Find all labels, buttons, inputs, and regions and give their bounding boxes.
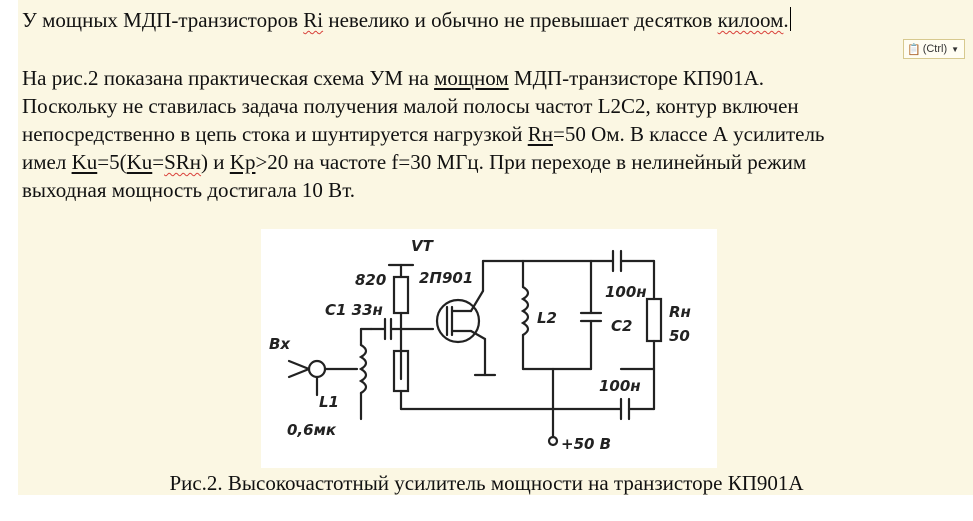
underlined-word: Rн <box>527 122 553 146</box>
text-line-5[interactable]: имел Ku=5(Ku=SRн) и Kp>20 на частоте f=3… <box>22 148 806 176</box>
label-transistor: 2П901 <box>419 269 473 287</box>
text-line-6[interactable]: выходная мощность достигала 10 Вт. <box>22 176 355 204</box>
label-input: Вх <box>269 335 291 353</box>
paste-options-button[interactable]: 📋 (Ctrl) ▼ <box>903 39 965 59</box>
text-line-2[interactable]: На рис.2 показана практическая схема УМ … <box>22 64 764 92</box>
text-run: выходная мощность достигала 10 Вт. <box>22 178 356 202</box>
label-l1-value: 0,6мк <box>287 421 337 439</box>
spellcheck-word[interactable]: Ri <box>303 8 324 32</box>
text-run: ) и <box>201 150 230 174</box>
label-c2: C2 <box>611 317 632 335</box>
paste-options-label: (Ctrl) <box>922 43 948 55</box>
text-run: непосредственно в цепь стока и шунтирует… <box>22 122 528 146</box>
label-supply: +50 В <box>561 435 611 453</box>
spellcheck-word[interactable]: SRн <box>164 150 202 174</box>
text-run: =50 Ом. В классе А усилитель <box>552 122 825 146</box>
label-r1: 820 <box>355 271 386 289</box>
figure-caption: Рис.2. Высокочастотный усилитель мощност… <box>169 471 804 495</box>
text-line-1[interactable]: У мощных МДП-транзисторов Ri невелико и … <box>22 6 791 34</box>
text-run: МДП-транзисторе КП901А. <box>508 66 764 90</box>
label-c-out: 100н <box>605 283 647 301</box>
text-run: =5( <box>97 150 127 174</box>
label-l2: L2 <box>537 309 557 327</box>
schematic-figure[interactable]: VT 820 2П901 C1 33н Вх L1 0,6мк L2 C2 10… <box>261 229 717 468</box>
label-l1: L1 <box>319 393 339 411</box>
text-run: Поскольку не ставилась задача получения … <box>22 94 799 118</box>
text-run: >20 на частоте f=30 МГц. При переходе в … <box>255 150 807 174</box>
label-c1: C1 33н <box>325 301 383 319</box>
underlined-word: Ku <box>126 150 153 174</box>
dropdown-arrow-icon: ▼ <box>951 44 960 54</box>
label-rload: Rн <box>669 303 691 321</box>
underlined-word: мощном <box>434 66 509 90</box>
text-run: = <box>152 150 165 174</box>
text-line-3[interactable]: Поскольку не ставилась задача получения … <box>22 92 799 120</box>
text-run: У мощных МДП-транзисторов <box>22 8 304 32</box>
label-c-supply: 100н <box>599 377 641 395</box>
label-vt: VT <box>411 237 435 255</box>
underlined-word: Ku <box>71 150 98 174</box>
text-run: На рис.2 показана практическая схема УМ … <box>22 66 435 90</box>
text-run: . <box>783 8 789 32</box>
spellcheck-word[interactable]: килоом <box>717 8 784 32</box>
label-rload-value: 50 <box>669 327 690 345</box>
text-run: невелико и обычно не превышает десятков <box>323 8 718 32</box>
text-cursor <box>789 7 791 31</box>
text-run: имел <box>22 150 72 174</box>
underlined-word: Kp <box>229 150 256 174</box>
amplifier-schematic: VT 820 2П901 C1 33н Вх L1 0,6мк L2 C2 10… <box>269 237 691 453</box>
clipboard-icon: 📋 <box>907 43 921 56</box>
text-line-4[interactable]: непосредственно в цепь стока и шунтирует… <box>22 120 825 148</box>
